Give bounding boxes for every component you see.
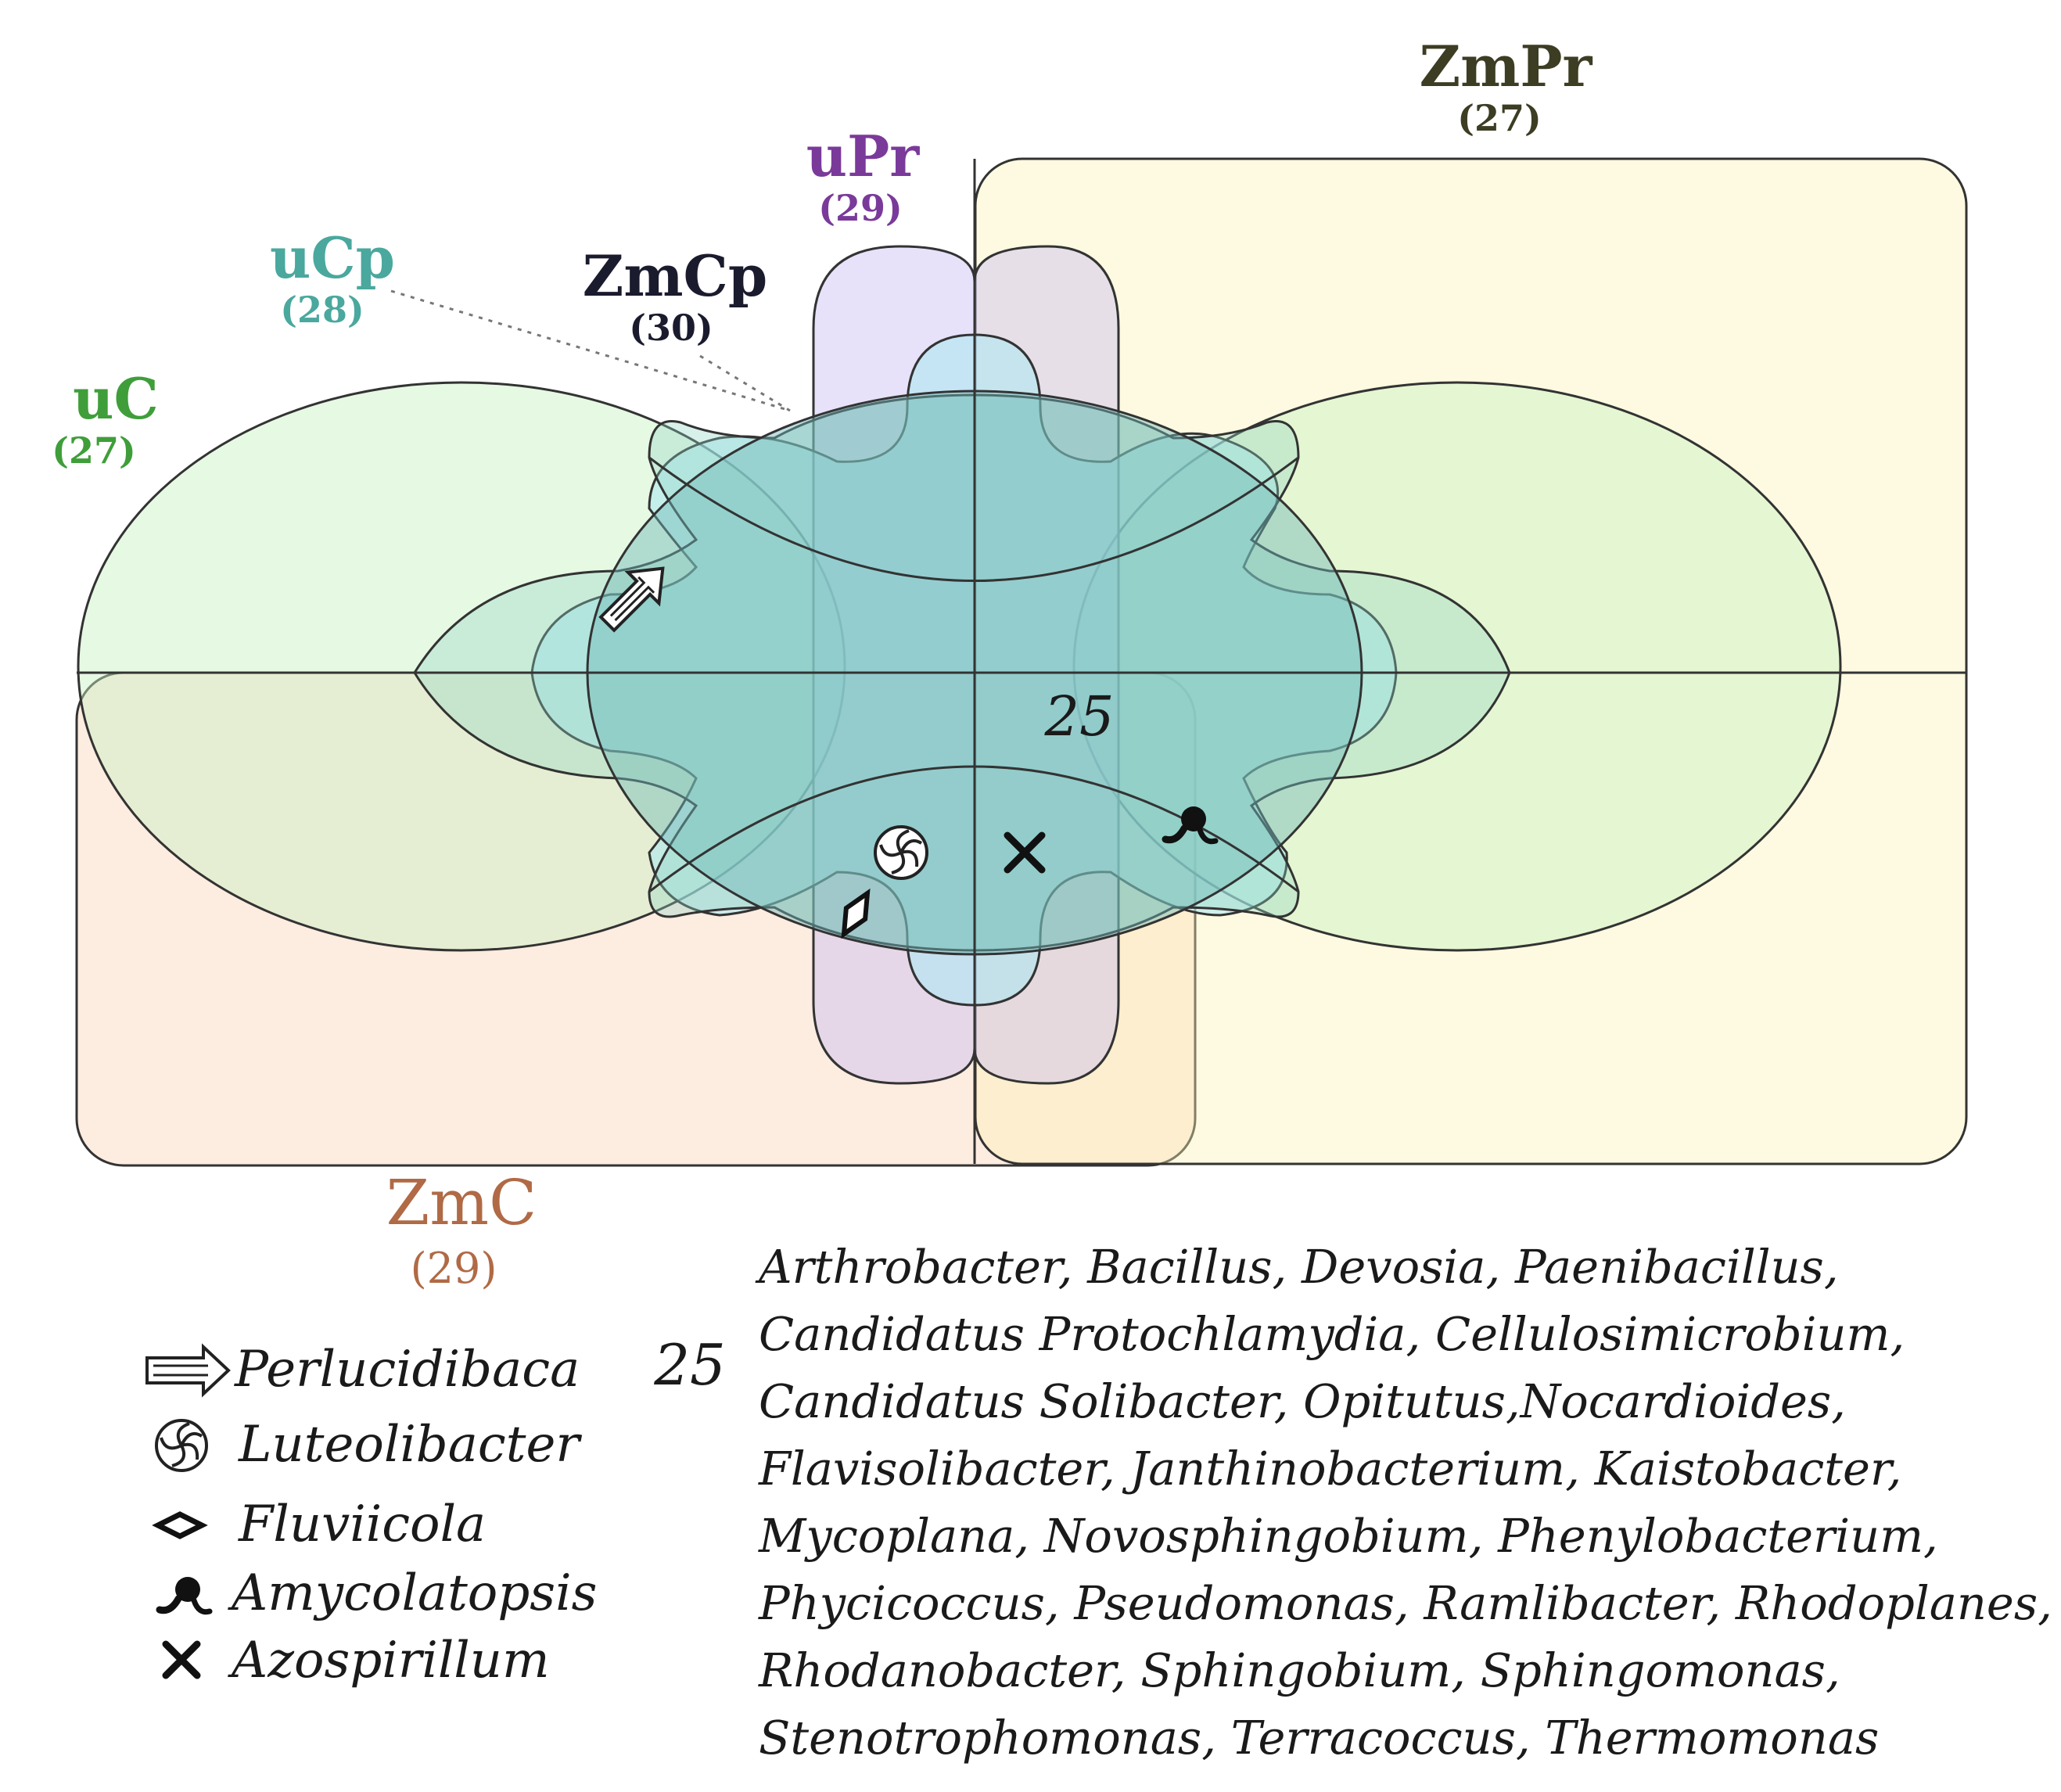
legend-label: Azospirillum xyxy=(228,1632,550,1690)
genera-count: 25 xyxy=(653,1332,726,1398)
leader-line-ZmCp xyxy=(699,354,791,412)
diamond-icon xyxy=(152,1511,208,1539)
set-label-uC: uC xyxy=(73,365,159,432)
genera-line: Flavisolibacter, Janthinobacterium, Kais… xyxy=(758,1442,1901,1496)
swirl-icon xyxy=(874,825,928,880)
hook-icon xyxy=(156,1577,213,1615)
set-count-ZmC: (29) xyxy=(411,1244,497,1293)
set-label-uCp: uCp xyxy=(270,224,395,291)
legend-item: Fluviicola xyxy=(152,1496,486,1553)
set-count-uCp: (28) xyxy=(280,289,364,331)
genera-line: Mycoplana, Novosphingobium, Phenylobacte… xyxy=(758,1509,1938,1563)
leader-line-uCp xyxy=(390,289,791,412)
legend-label: Fluviicola xyxy=(238,1496,486,1553)
legend-item: Perlucidibaca xyxy=(145,1341,580,1399)
set-label-ZmC: ZmC xyxy=(386,1166,537,1239)
genera-line: Stenotrophomonas, Terracoccus, Thermomon… xyxy=(759,1711,1879,1765)
legend-item: Amycolatopsis xyxy=(156,1564,597,1622)
cross-icon xyxy=(1004,831,1046,874)
genera-line: Arthrobacter, Bacillus, Devosia, Paeniba… xyxy=(755,1240,1839,1294)
set-label-ZmPr: ZmPr xyxy=(1420,33,1593,99)
legend-label: Amycolatopsis xyxy=(228,1564,597,1622)
hook-icon xyxy=(1162,806,1219,845)
arrow-icon xyxy=(598,566,665,633)
legend-item: Luteolibacter xyxy=(155,1416,582,1474)
legend-label: Perlucidibaca xyxy=(234,1341,580,1399)
genera-line: Phycicoccus, Pseudomonas, Ramlibacter, R… xyxy=(758,1576,2052,1630)
legend-label: Luteolibacter xyxy=(238,1416,582,1474)
genera-line: Candidatus Protochlamydia, Cellulosimicr… xyxy=(759,1307,1905,1361)
genera-list: Arthrobacter, Bacillus, Devosia, Paeniba… xyxy=(755,1240,2052,1765)
set-count-uC: (27) xyxy=(52,429,136,472)
legend-item: Azospirillum xyxy=(162,1632,550,1690)
set-label-ZmCp: ZmCp xyxy=(583,242,767,309)
genera-line: Rhodanobacter, Sphingobium, Sphingomonas… xyxy=(758,1643,1840,1697)
legend: Perlucidibaca Luteolibacter Fluviicola A… xyxy=(145,1341,597,1690)
genera-line: Candidatus Solibacter, Opitutus,Nocardio… xyxy=(759,1374,1846,1428)
cross-icon xyxy=(162,1640,201,1679)
set-count-ZmCp: (30) xyxy=(629,307,713,349)
center-count: 25 xyxy=(1043,684,1114,749)
swirl-icon xyxy=(155,1419,208,1472)
set-count-uPr: (29) xyxy=(818,187,903,229)
set-label-uPr: uPr xyxy=(806,123,920,189)
diamond-icon xyxy=(841,888,871,939)
arrow-icon xyxy=(145,1343,231,1398)
set-count-ZmPr: (27) xyxy=(1457,97,1542,139)
